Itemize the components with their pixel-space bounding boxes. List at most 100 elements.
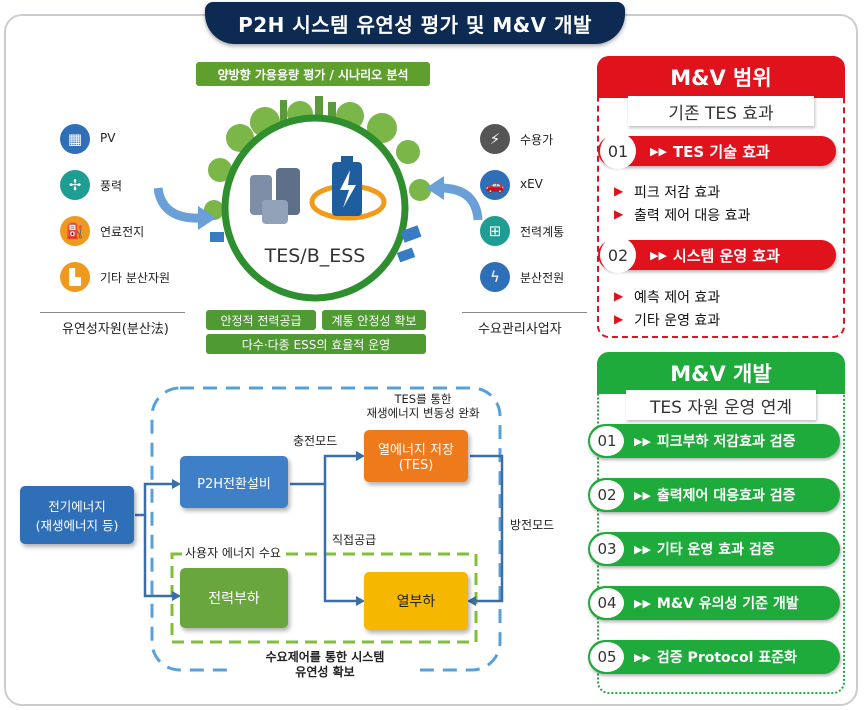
mv-scope-title: M&V 범위 bbox=[670, 66, 772, 90]
mv-scope-group-num: 02 bbox=[600, 237, 636, 273]
car-icon: 🚗 bbox=[480, 170, 510, 200]
mv-dev-item-label: M&V 유의성 기준 개발 bbox=[656, 596, 799, 612]
mv-dev-subtitle: TES 자원 운영 연계 bbox=[650, 397, 792, 418]
right-resource-label: 전력계통 bbox=[520, 225, 565, 239]
tank-icon bbox=[250, 168, 300, 224]
left-caption-line bbox=[40, 312, 185, 313]
mv-scope-item: 출력 제어 대응 효과 bbox=[634, 208, 751, 224]
bullet-arrow-icon: ▶ bbox=[614, 184, 624, 198]
page-title: P2H 시스템 유연성 평가 및 M&V 개발 bbox=[238, 12, 592, 37]
mv-scope-group-num: 01 bbox=[600, 133, 636, 169]
benefit-pill: 다수·다종 ESS의 효율적 운영 bbox=[206, 334, 426, 354]
mv-scope-group-pill: ▶▶ 시스템 운영 효과 bbox=[598, 240, 836, 270]
solar-panel-icon: ▦ bbox=[60, 124, 90, 154]
solar-panel-icons bbox=[210, 225, 422, 263]
source-label: 전기에너지 (재생에너지 등) bbox=[35, 499, 119, 533]
left-curved-arrow bbox=[153, 187, 216, 230]
green-pill-arrow: ▶▶ bbox=[634, 488, 651, 502]
mv-scope-group-label: TES 기술 효과 bbox=[672, 142, 770, 161]
benefit-pill: 계통 안정성 확보 bbox=[322, 310, 426, 330]
heat-load-label: 열부하 bbox=[396, 594, 436, 610]
mv-scope-item: 기타 운영 효과 bbox=[634, 313, 721, 329]
mv-dev-item-pill: ▶▶ 피크부하 저감효과 검증 bbox=[588, 424, 840, 458]
tes-note: TES를 통한 재생에너지 변동성 완화 bbox=[366, 392, 480, 420]
right-resource-label: xEV bbox=[520, 177, 543, 191]
user-demand-label: 사용자 에너지 수요 bbox=[182, 544, 284, 561]
mv-dev-item-num: 04 bbox=[590, 588, 624, 618]
mv-dev-item-label: 피크부하 저감효과 검증 bbox=[656, 434, 796, 450]
flow-diagram-frame bbox=[135, 386, 504, 672]
green-pill-arrow: ▶▶ bbox=[634, 542, 651, 556]
mv-dev-item-pill: ▶▶ 검증 Protocol 표준화 bbox=[588, 640, 840, 674]
benefit-label: 계통 안정성 확보 bbox=[331, 313, 417, 328]
fuel-cell-icon: ⛽ bbox=[60, 216, 90, 246]
mv-dev-item-num: 03 bbox=[590, 534, 624, 564]
mv-dev-item-label: 기타 운영 효과 검증 bbox=[656, 542, 775, 558]
mv-dev-title: M&V 개발 bbox=[670, 362, 772, 386]
red-pill-arrow: ▶▶ bbox=[650, 144, 667, 158]
p2h-label: P2H전환설비 bbox=[197, 476, 271, 492]
mv-dev-item-pill: ▶▶ 기타 운영 효과 검증 bbox=[588, 532, 840, 566]
tes-storage-box: 열에너지 저장 (TES) bbox=[364, 430, 468, 482]
right-caption: 수요관리사업자 bbox=[478, 322, 562, 337]
bullet-arrow-icon: ▶ bbox=[614, 289, 624, 303]
mv-dev-item-num: 02 bbox=[590, 480, 624, 510]
power-load-box: 전력부하 bbox=[180, 568, 288, 628]
mv-dev-header: M&V 개발 bbox=[597, 352, 845, 394]
mv-scope-subtitle: 기존 TES 효과 bbox=[668, 103, 774, 124]
mv-scope-group-pill: ▶▶ TES 기술 효과 bbox=[598, 136, 836, 166]
mv-scope-item: 예측 제어 효과 bbox=[634, 290, 721, 306]
bullet-arrow-icon: ▶ bbox=[614, 312, 624, 326]
outer-dashed-border bbox=[150, 386, 502, 672]
left-caption: 유연성자원(분산法) bbox=[62, 322, 169, 337]
right-caption-line bbox=[462, 312, 587, 313]
center-illustration bbox=[204, 96, 431, 302]
transmission-tower-icon: ⚡ bbox=[480, 124, 510, 154]
tes-storage-label: 열에너지 저장 (TES) bbox=[378, 443, 454, 473]
green-pill-arrow: ▶▶ bbox=[634, 650, 651, 664]
mv-scope-header: M&V 범위 bbox=[597, 56, 845, 98]
mv-scope-item: 피크 저감 효과 bbox=[634, 185, 721, 201]
direct-supply-label: 직접공급 bbox=[332, 533, 377, 547]
top-banner-label: 양방향 가용용량 평가 / 시나리오 분석 bbox=[217, 67, 409, 82]
bullet-arrow-icon: ▶ bbox=[614, 207, 624, 221]
benefit-pill: 안정적 전력공급 bbox=[206, 310, 316, 330]
bottom-caption: 수요제어를 통한 시스템 유연성 확보 bbox=[230, 650, 420, 680]
left-resource-label: PV bbox=[100, 131, 116, 145]
mv-dev-item-num: 01 bbox=[590, 426, 624, 456]
top-banner: 양방향 가용용량 평가 / 시나리오 분석 bbox=[196, 62, 430, 86]
p2h-box: P2H전환설비 bbox=[180, 456, 288, 508]
right-resource-label: 수용가 bbox=[520, 133, 554, 147]
mv-dev-item-pill: ▶▶ M&V 유의성 기준 개발 bbox=[588, 586, 840, 620]
flow-arrowheads bbox=[172, 451, 476, 606]
battery-icon bbox=[309, 156, 387, 221]
mv-dev-subtitle-tab: TES 자원 운영 연계 bbox=[626, 390, 816, 420]
right-curved-arrow bbox=[426, 176, 483, 221]
title-banner: P2H 시스템 유연성 평가 및 M&V 개발 bbox=[205, 2, 625, 44]
source-box: 전기에너지 (재생에너지 등) bbox=[20, 486, 134, 544]
mv-scope-group-label: 시스템 운영 효과 bbox=[672, 246, 780, 265]
charge-mode-label: 충전모드 bbox=[293, 434, 338, 448]
grid-network-icon: ⊞ bbox=[480, 216, 510, 246]
red-pill-arrow: ▶▶ bbox=[650, 248, 667, 262]
mv-dev-item-pill: ▶▶ 출력제어 대응효과 검증 bbox=[588, 478, 840, 512]
left-resource-label: 기타 분산자원 bbox=[100, 271, 171, 285]
green-pill-arrow: ▶▶ bbox=[634, 434, 651, 448]
left-resource-label: 연료전지 bbox=[100, 225, 145, 239]
mv-dev-item-label: 출력제어 대응효과 검증 bbox=[656, 488, 796, 504]
green-pill-arrow: ▶▶ bbox=[634, 596, 651, 610]
benefit-label: 안정적 전력공급 bbox=[220, 313, 302, 328]
center-label: TES/B_ESS bbox=[264, 245, 366, 267]
right-resource-label: 분산전원 bbox=[520, 271, 565, 285]
mv-dev-item-label: 검증 Protocol 표준화 bbox=[656, 650, 797, 666]
wind-turbine-icon: ✢ bbox=[60, 170, 90, 200]
discharge-mode-label: 방전모드 bbox=[510, 518, 555, 532]
flow-connectors bbox=[135, 454, 504, 603]
benefit-label: 다수·다종 ESS의 효율적 운영 bbox=[241, 337, 391, 352]
lightning-icon: ϟ bbox=[480, 262, 510, 292]
left-resource-label: 풍력 bbox=[100, 179, 123, 193]
mv-scope-subtitle-tab: 기존 TES 효과 bbox=[628, 96, 814, 126]
factory-icon: ▙ bbox=[60, 262, 90, 292]
heat-load-box: 열부하 bbox=[364, 572, 468, 630]
power-load-label: 전력부하 bbox=[208, 591, 260, 607]
